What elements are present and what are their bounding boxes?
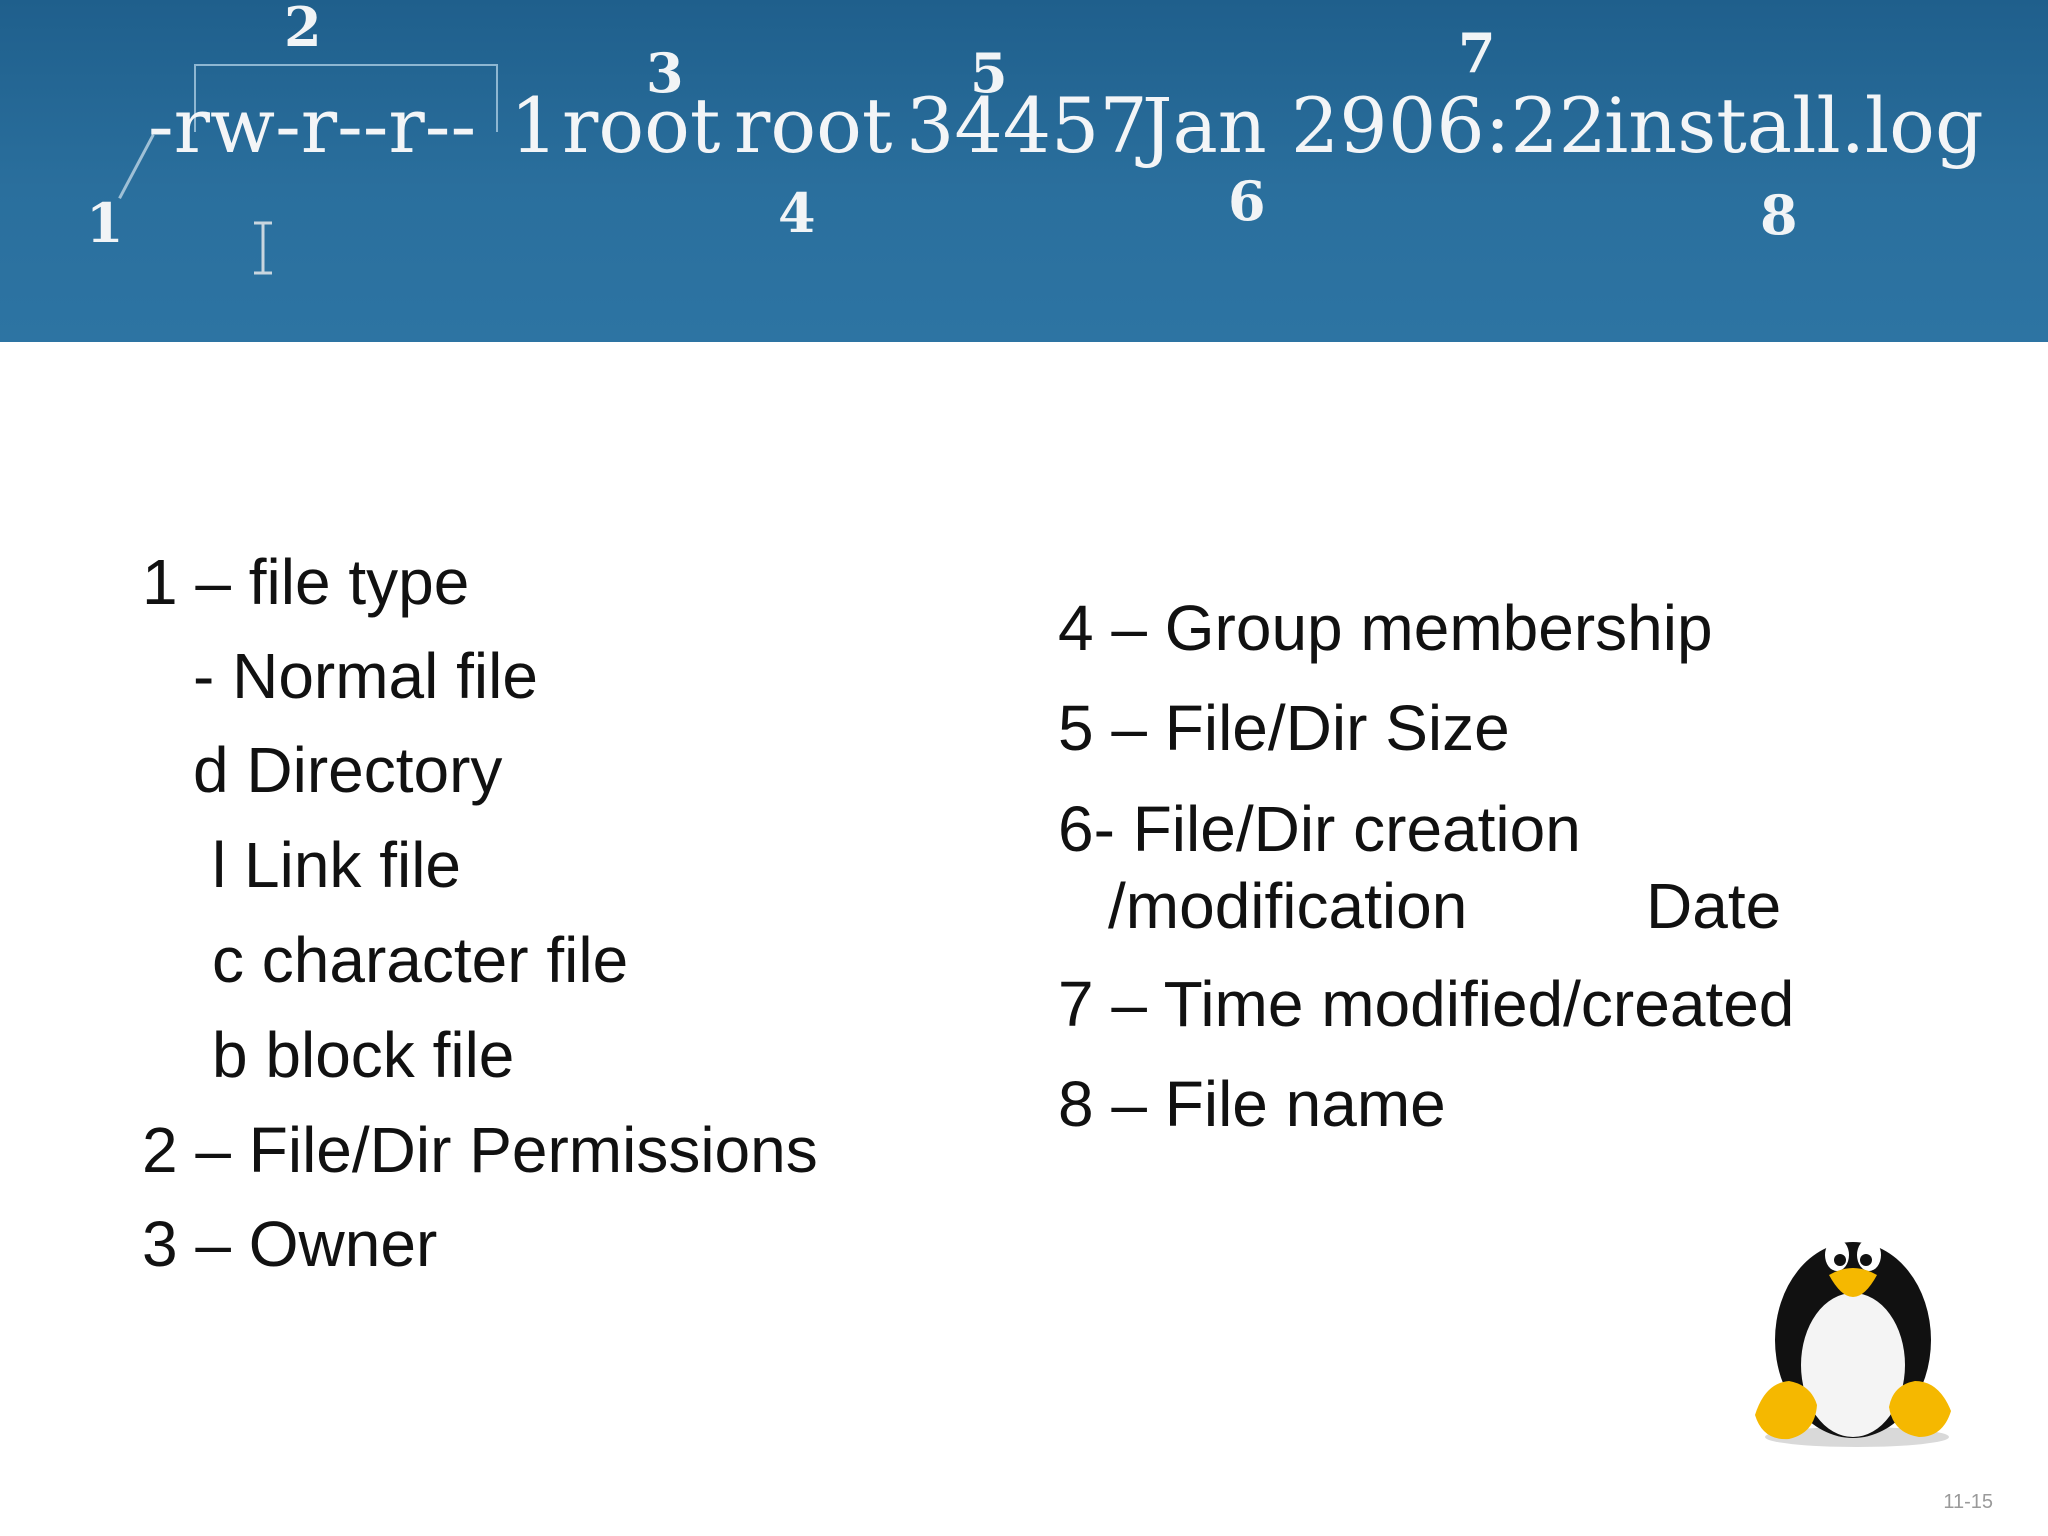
callout-8: 8: [1760, 183, 1798, 247]
type-normal-file: - Normal file: [193, 640, 538, 712]
item-owner: 3 – Owner: [142, 1208, 438, 1280]
callout-7: 7: [1458, 21, 1496, 85]
item-creation-date-line2: /modification: [1108, 870, 1468, 942]
type-link-file: l Link file: [212, 829, 461, 901]
item-creation-date-word: Date: [1646, 870, 1782, 942]
item-permissions: 2 – File/Dir Permissions: [142, 1114, 818, 1186]
callout-3: 3: [646, 41, 684, 105]
item-size: 5 – File/Dir Size: [1058, 692, 1510, 764]
item-time: 7 – Time modified/created: [1058, 968, 1795, 1040]
cmd-owner: root: [562, 81, 721, 170]
cmd-time: 06:22: [1388, 81, 1608, 170]
callout-2: 2: [284, 0, 322, 59]
cmd-size: 34457: [906, 81, 1148, 170]
cmd-links: 1: [510, 81, 559, 170]
cmd-group: root: [734, 81, 893, 170]
command-banner: 2 3 5 7 1 4 6 8 -rw-r--r-- 1 root root 3…: [0, 0, 2048, 342]
cmd-date: Jan 29: [1142, 81, 1388, 170]
callout-1: 1: [86, 191, 124, 255]
cmd-filename: install.log: [1604, 81, 1984, 170]
cmd-permissions: -rw-r--r--: [148, 81, 477, 170]
callout-5: 5: [970, 41, 1008, 105]
type-character-file: c character file: [212, 924, 629, 996]
tux-penguin-icon: [1755, 1239, 1951, 1447]
text-cursor-icon: [254, 221, 272, 275]
item-file-type: 1 – file type: [142, 546, 470, 618]
callout-6: 6: [1228, 169, 1266, 233]
item-file-name: 8 – File name: [1058, 1068, 1446, 1140]
permissions-bracket: [194, 64, 498, 132]
callout-4: 4: [778, 181, 816, 245]
type-block-file: b block file: [212, 1019, 515, 1091]
type-directory: d Directory: [193, 734, 503, 806]
item-creation-date-line1: 6- File/Dir creation: [1058, 793, 1581, 865]
page-number: 11-15: [1943, 1491, 1993, 1513]
item-group: 4 – Group membership: [1058, 592, 1713, 664]
